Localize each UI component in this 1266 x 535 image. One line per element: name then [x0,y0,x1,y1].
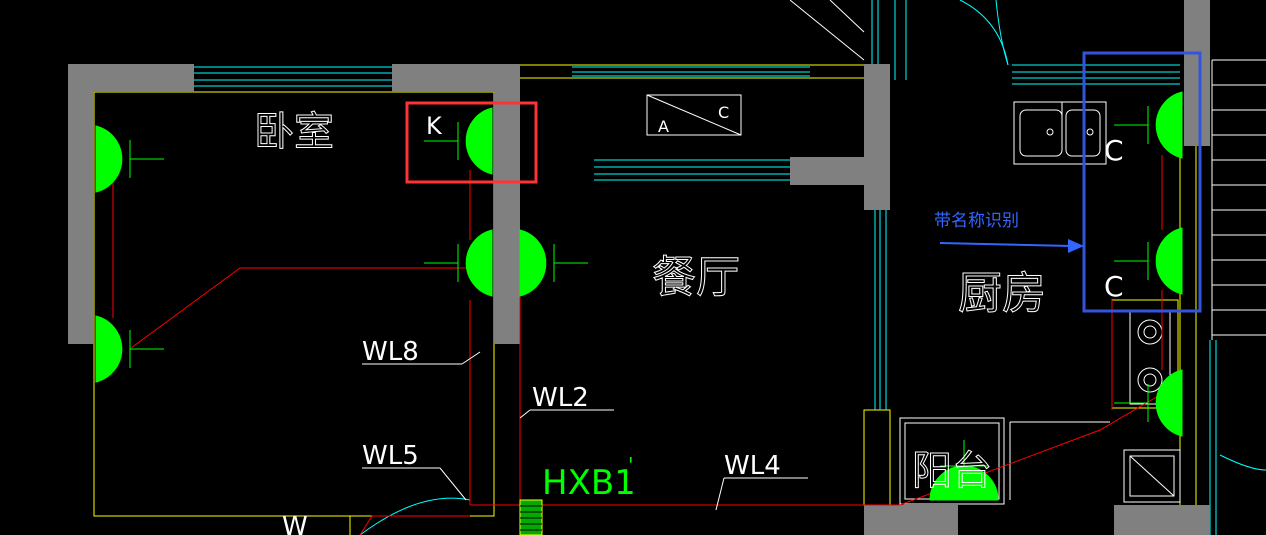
room-label-kitchen: 厨房 [958,268,1046,319]
distribution-panel [519,499,543,535]
room-label-dining: 餐厅 [652,252,740,303]
highlight-box-red [405,101,538,184]
panel-label: HXB1 [542,463,636,503]
hatch-lines [789,0,1266,500]
room-label-balcony: 阳台 [912,448,992,494]
sockets [95,91,1183,501]
annotation-arrow [939,239,1084,253]
circuit-label-wl5: WL5 [362,441,419,471]
socket-bedroom-bottom [95,315,164,383]
socket-dining-left [424,229,493,297]
socket-fridge [929,440,999,501]
socket-tag-c1: C [1104,134,1124,167]
panel-mark: ' [628,453,634,477]
sink [1013,101,1107,165]
socket-kitchen-mid [1114,227,1183,295]
leader-lines [362,351,808,511]
circuit-label-w: W [282,512,308,535]
socket-tag-c2: C [1104,270,1124,303]
socket-bedroom-top [95,125,164,193]
circuit-label-wl8: WL8 [362,337,419,367]
highlight-box-blue [1082,51,1202,313]
socket-kitchen-top [1114,91,1183,159]
washing-machine [1123,449,1181,503]
circuit-label-wl2: WL2 [532,383,589,413]
window-label-box [646,94,742,136]
room-label-bedroom: 卧室 [254,109,334,155]
socket-dining-right [519,229,588,297]
socket-kitchen-bottom [1114,369,1183,437]
window-lines [194,0,1266,535]
annotation-label: 带名称识别 [934,211,1019,231]
window-tag-c: C [718,103,729,122]
socket-k [424,107,493,175]
circuit-label-wl4: WL4 [724,451,781,481]
window-tag-a: A [658,117,669,136]
walls [68,0,1210,535]
socket-tag-k: K [426,112,443,140]
